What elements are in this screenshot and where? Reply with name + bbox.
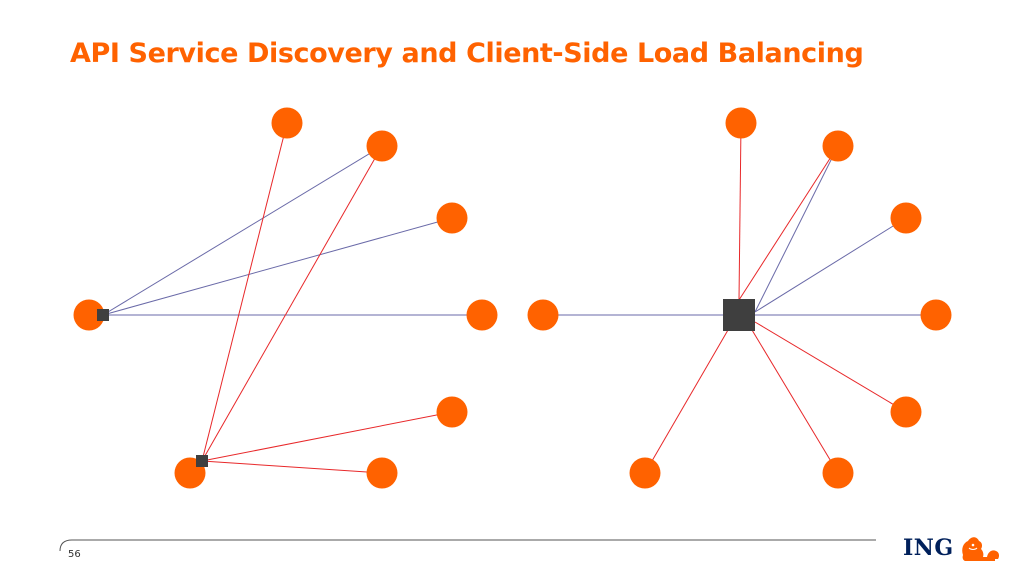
node <box>527 299 559 331</box>
edge <box>201 122 288 462</box>
left-diagram-edges <box>102 122 482 474</box>
node <box>466 299 498 331</box>
logo-text: ING <box>903 535 954 561</box>
client-hub <box>97 309 109 321</box>
edge <box>754 321 907 413</box>
edge <box>201 411 453 462</box>
edge <box>754 145 839 313</box>
edge <box>644 329 729 474</box>
node <box>725 107 757 139</box>
node <box>822 130 854 162</box>
page-title: API Service Discovery and Client-Side Lo… <box>70 38 864 69</box>
ing-logo: ING <box>903 533 1003 563</box>
edge <box>751 329 839 474</box>
edge <box>738 145 839 301</box>
node <box>73 299 105 331</box>
load-balancer-hub <box>723 299 755 331</box>
edge <box>738 122 742 301</box>
node <box>890 396 922 428</box>
right-diagram-edges <box>543 122 936 474</box>
right-diagram-nodes <box>527 107 952 489</box>
node <box>271 107 303 139</box>
node <box>822 457 854 489</box>
lion-icon <box>961 537 999 561</box>
node <box>366 457 398 489</box>
node <box>436 396 468 428</box>
edge <box>201 145 383 462</box>
edge <box>201 460 383 474</box>
edge <box>754 217 907 313</box>
node <box>920 299 952 331</box>
client-hub <box>196 455 208 467</box>
left-diagram-nodes <box>73 107 498 489</box>
node <box>366 130 398 162</box>
edge <box>102 217 453 316</box>
footer-rule <box>59 539 876 552</box>
node <box>629 457 661 489</box>
edge <box>102 145 383 316</box>
node <box>436 202 468 234</box>
node <box>890 202 922 234</box>
page-number: 56 <box>68 549 81 560</box>
